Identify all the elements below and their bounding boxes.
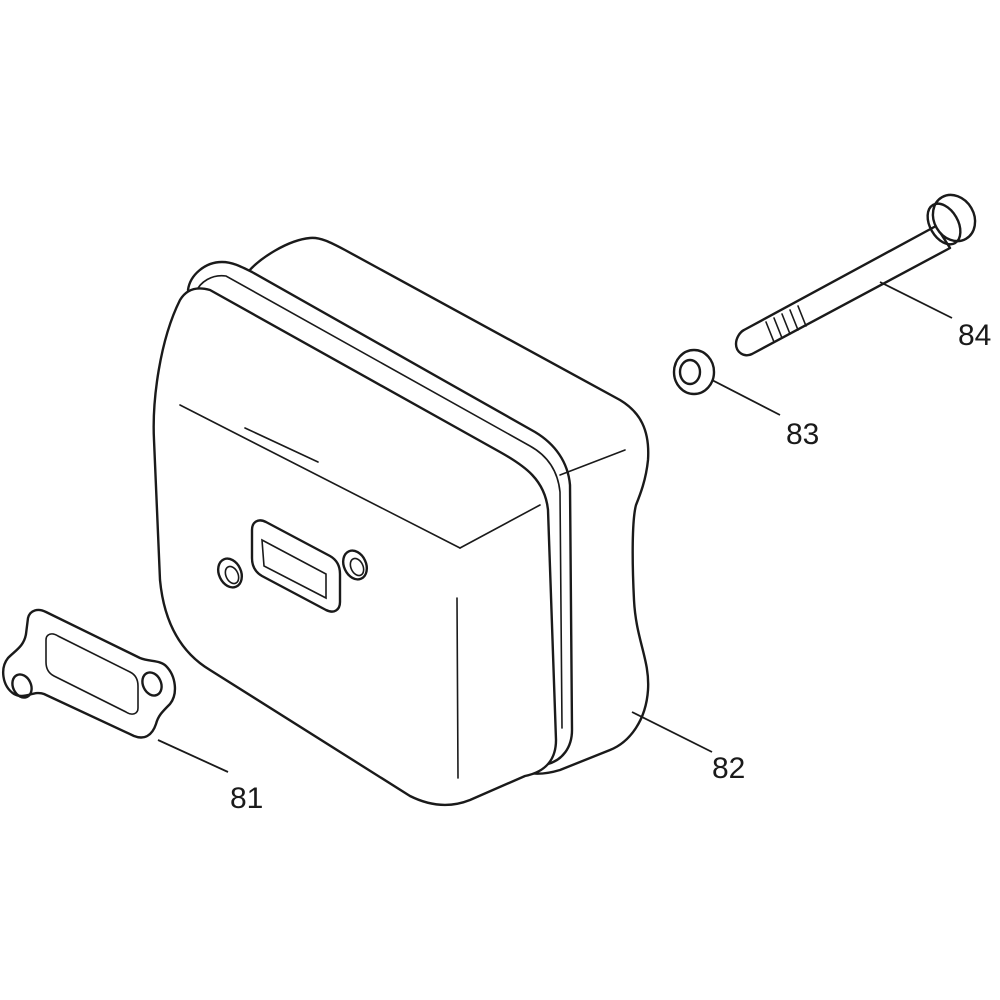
callout-82: 82 — [712, 752, 745, 785]
bolt — [734, 193, 977, 357]
leader-line-81 — [157, 739, 229, 773]
callout-84: 84 — [958, 319, 991, 352]
muffler-body — [152, 236, 650, 807]
leader-line-84 — [879, 281, 953, 319]
washer — [672, 348, 716, 396]
callout-81: 81 — [230, 782, 263, 815]
gasket — [2, 608, 177, 739]
callout-83: 83 — [786, 418, 819, 451]
leader-line-82 — [631, 711, 713, 753]
leader-line-83 — [711, 379, 781, 416]
